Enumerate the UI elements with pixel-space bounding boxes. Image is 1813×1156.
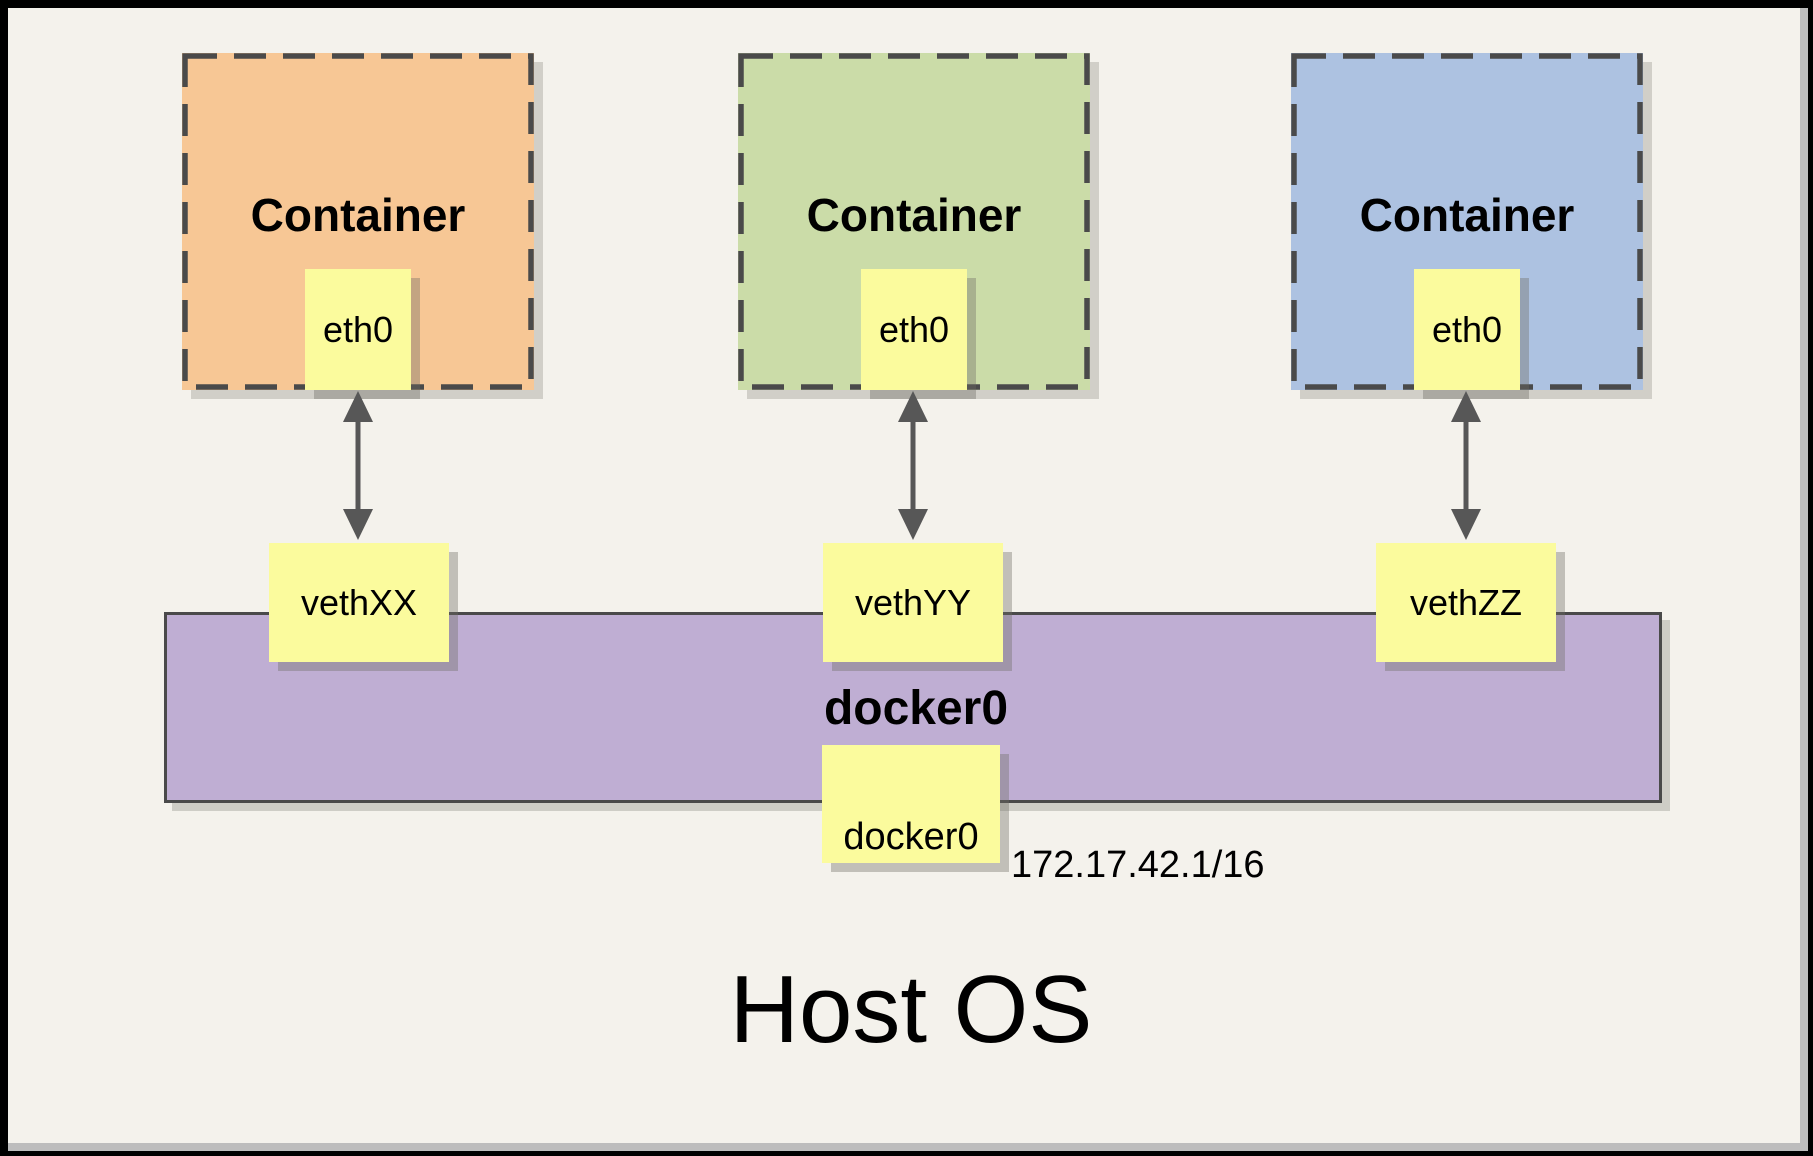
eth0-interface-box: eth0 — [861, 269, 967, 390]
bidirectional-arrow-icon — [898, 391, 928, 540]
veth-interface-box: vethXX — [269, 543, 449, 662]
host-os-canvas: Container eth0 Container eth0 Container … — [8, 8, 1800, 1143]
container-box-2: Container eth0 — [738, 53, 1090, 390]
veth-interface-box: vethZZ — [1376, 543, 1556, 662]
docker0-bridge-label: docker0 — [823, 682, 1009, 735]
docker0-interface-label: docker0 — [843, 816, 979, 858]
container-box-3: Container eth0 — [1291, 53, 1643, 390]
veth-label: vethXX — [300, 581, 418, 623]
veth-label: vethYY — [854, 581, 972, 623]
docker0-interface-box: docker0 — [822, 745, 1000, 863]
veth-interface-box: vethYY — [823, 543, 1003, 662]
container-label: Container — [1359, 189, 1575, 241]
bidirectional-arrow-icon — [1451, 391, 1481, 540]
bidirectional-arrow-icon — [343, 391, 373, 540]
eth0-interface-box: eth0 — [305, 269, 411, 390]
container-box-1: Container eth0 — [182, 53, 534, 390]
host-os-label: Host OS — [729, 956, 1093, 1063]
eth0-label: eth0 — [322, 308, 394, 350]
eth0-interface-box: eth0 — [1414, 269, 1520, 390]
container-label: Container — [806, 189, 1022, 241]
veth-label: vethZZ — [1409, 581, 1523, 623]
bridge-ip-label: 172.17.42.1/16 — [1011, 844, 1265, 886]
eth0-label: eth0 — [1431, 308, 1503, 350]
eth0-label: eth0 — [878, 308, 950, 350]
container-label: Container — [250, 189, 466, 241]
